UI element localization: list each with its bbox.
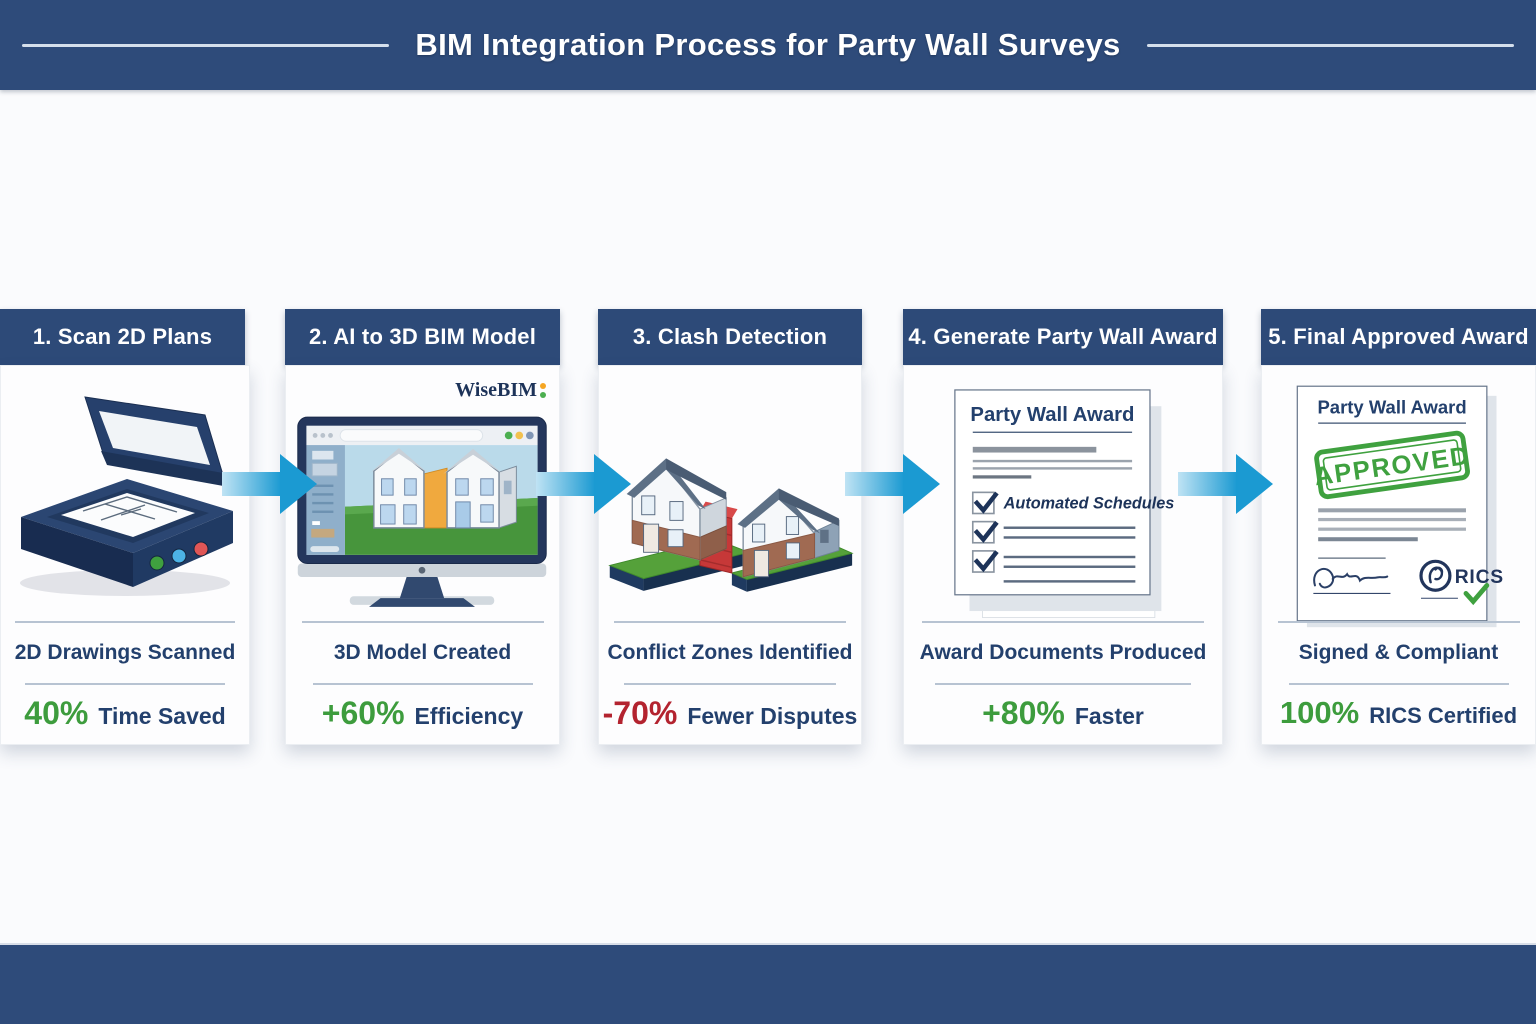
step5-caption: Signed & Compliant: [1298, 641, 1499, 664]
title-band: BIM Integration Process for Party Wall S…: [0, 0, 1536, 90]
step4-metric: +80% Faster: [903, 695, 1223, 732]
step2-metric: +60% Efficiency: [285, 695, 560, 732]
step1-title: 1. Scan 2D Plans: [32, 324, 213, 349]
step2-metric-value: +60%: [321, 695, 405, 731]
step4-card: Party Wall Award Automated Schedules Awa…: [903, 365, 1223, 745]
step4-divider: [922, 621, 1204, 623]
step1-metric: 40% Time Saved: [0, 695, 250, 732]
step3-divider: [613, 621, 847, 623]
step2-title: 2. AI to 3D BIM Model: [308, 324, 537, 349]
signature-icon: [1313, 567, 1389, 589]
wisebim-logo: WiseBIM: [455, 379, 546, 402]
step3-metric: -70% Fewer Disputes: [598, 695, 862, 732]
step5-metric-value: 100%: [1279, 695, 1360, 730]
step4-header: 4. Generate Party Wall Award: [903, 309, 1223, 365]
rics-logo-text: RICS: [1455, 567, 1504, 588]
step5-metric: 100% RICS Certified: [1261, 695, 1536, 731]
step1-header: 1. Scan 2D Plans: [0, 309, 245, 365]
flow-arrow-4: [1178, 454, 1273, 514]
step3-title: 3. Clash Detection: [632, 324, 828, 349]
step1-caption: 2D Drawings Scanned: [14, 641, 236, 664]
step4-metric-value: +80%: [982, 695, 1065, 731]
step2-metric-label: Efficiency: [414, 703, 524, 729]
step2-divider2: [312, 683, 533, 685]
step2-divider: [301, 621, 544, 623]
step4-divider2: [935, 683, 1191, 685]
step2-header: 2. AI to 3D BIM Model: [285, 309, 560, 365]
step4-metric-label: Faster: [1074, 703, 1144, 729]
step4-title: 4. Generate Party Wall Award: [908, 324, 1218, 349]
step5-card: Party Wall Award APPROVED RICS Signe: [1261, 365, 1536, 745]
flow-arrow-1: [222, 454, 317, 514]
award-doc-checklist-item: Automated Schedules: [1003, 495, 1175, 513]
step1-card: 2D Drawings Scanned 40% Time Saved: [0, 365, 250, 745]
award-doc-title: Party Wall Award: [970, 404, 1134, 426]
footer-band: [0, 943, 1536, 1024]
title-rule-left: [22, 43, 390, 47]
award-document-icon: Party Wall Award Automated Schedules: [954, 389, 1175, 618]
step3-metric-label: Fewer Disputes: [687, 703, 858, 729]
step5-title: 5. Final Approved Award: [1268, 324, 1529, 349]
step2-card: WiseBIM: [285, 365, 560, 745]
scanner-icon: [20, 396, 233, 596]
step3-card: Conflict Zones Identified -70% Fewer Dis…: [598, 365, 862, 745]
title-rule-right: [1146, 43, 1514, 47]
flow-arrow-2: [536, 454, 631, 514]
step1-metric-label: Time Saved: [98, 703, 226, 729]
rics-logo-icon: RICS: [1419, 559, 1504, 592]
step3-caption: Conflict Zones Identified: [607, 641, 853, 664]
step1-divider: [15, 621, 235, 623]
step5-metric-label: RICS Certified: [1369, 703, 1518, 728]
approved-document-icon: Party Wall Award APPROVED RICS: [1296, 385, 1504, 628]
flow-arrow-3: [845, 454, 940, 514]
step2-caption: 3D Model Created: [333, 641, 512, 664]
wisebim-dots-icon: [540, 383, 546, 398]
step5-header: 5. Final Approved Award: [1261, 309, 1536, 365]
approved-doc-title: Party Wall Award: [1317, 397, 1466, 418]
compliance-check-icon: [1463, 583, 1490, 606]
step3-divider2: [624, 683, 836, 685]
step1-metric-value: 40%: [24, 695, 89, 731]
step3-header: 3. Clash Detection: [598, 309, 862, 365]
page-title: BIM Integration Process for Party Wall S…: [415, 27, 1121, 62]
step5-divider2: [1288, 683, 1509, 685]
step4-caption: Award Documents Produced: [919, 641, 1207, 664]
step1-divider2: [25, 683, 225, 685]
bim-monitor-icon: [297, 416, 547, 607]
clash-houses-icon: [608, 458, 854, 592]
step5-divider: [1277, 621, 1520, 623]
wisebim-logo-text: WiseBIM: [455, 379, 537, 401]
step3-metric-value: -70%: [602, 695, 678, 731]
